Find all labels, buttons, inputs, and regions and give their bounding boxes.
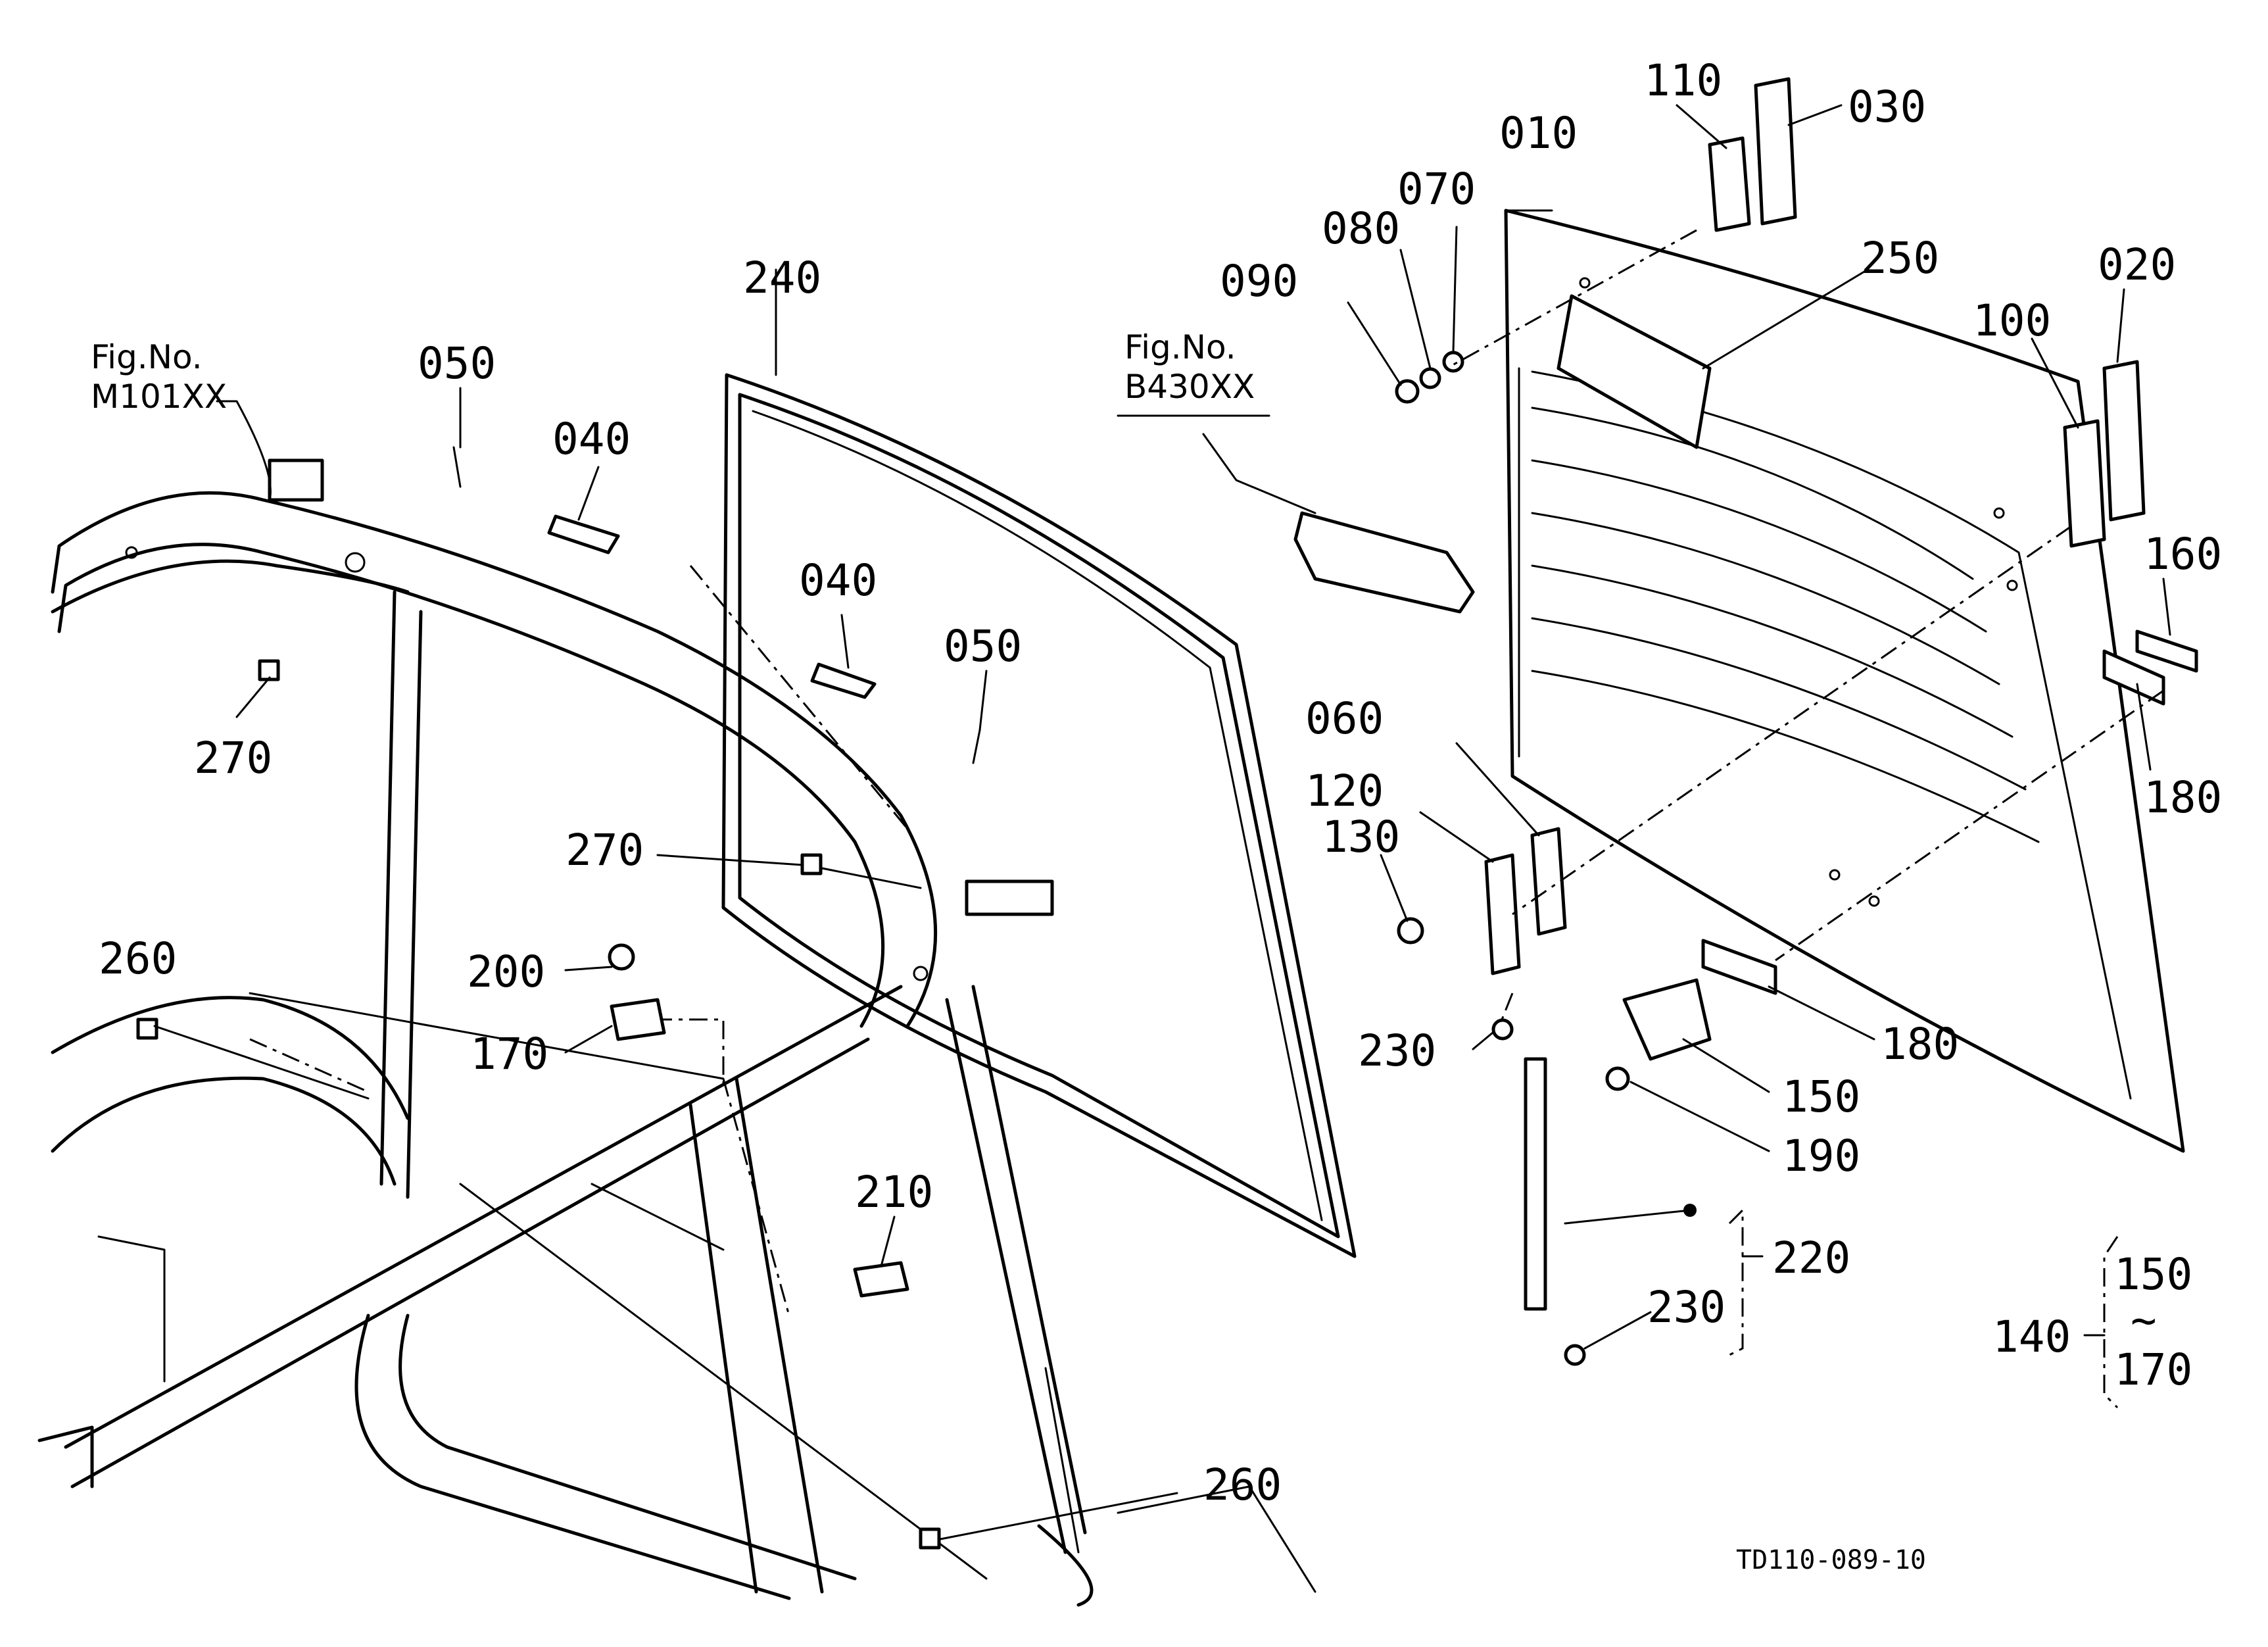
callout-170: 170 (470, 1029, 548, 1079)
rear-window-glass-010 (1504, 209, 2185, 1153)
clip-260-upper (136, 1018, 158, 1040)
block-170 (610, 998, 666, 1041)
pin-040-upper (547, 514, 620, 554)
figure-ref-m101: Fig.No. M101XX (91, 338, 227, 416)
washer-080 (1419, 367, 1441, 389)
callout-230-lower: 230 (1647, 1282, 1725, 1333)
callout-060: 060 (1305, 693, 1384, 744)
pin-040-lower (810, 662, 877, 699)
bolt-190 (1605, 1066, 1630, 1091)
callout-270-lower: 270 (566, 825, 644, 875)
callout-260-lower: 260 (1203, 1460, 1282, 1510)
callout-080: 080 (1322, 203, 1400, 254)
callout-250: 250 (1861, 233, 1939, 283)
cab-frame (37, 458, 1316, 1607)
clip-260-lower (919, 1527, 941, 1550)
callout-090: 090 (1220, 256, 1298, 307)
callout-040-upper: 040 (552, 414, 631, 464)
callout-200: 200 (467, 946, 545, 997)
plate-110 (1708, 136, 1751, 232)
callout-180-lower: 180 (1881, 1019, 1959, 1069)
ball-stud-230-lower (1564, 1344, 1586, 1366)
callout-260-upper: 260 (99, 933, 177, 984)
callout-160: 160 (2144, 529, 2222, 579)
wiper-motor (1293, 511, 1475, 614)
callout-180-upper: 180 (2144, 772, 2222, 823)
callout-110: 110 (1644, 55, 1722, 106)
callout-100: 100 (1973, 295, 2051, 346)
callout-210: 210 (855, 1167, 933, 1217)
nut-090 (1395, 379, 1420, 404)
cotter-050-upper (452, 446, 462, 488)
callout-040-lower: 040 (799, 555, 877, 606)
gas-strut-220 (1524, 1057, 1547, 1311)
set-note-140: 140 150 ~ 170 (1992, 1249, 2192, 1395)
callout-270-upper: 270 (194, 733, 272, 783)
callout-030: 030 (1848, 82, 1926, 132)
nut-130 (1397, 917, 1424, 945)
set-note-tilde: ~ (2131, 1295, 2157, 1346)
callout-130: 130 (1322, 812, 1400, 862)
callout-240: 240 (743, 253, 821, 303)
plate-180-lower (1701, 939, 1777, 995)
callout-050-upper: 050 (418, 338, 496, 389)
block-210 (853, 1261, 909, 1298)
figure-ref-m101-line1: Fig.No. (91, 338, 203, 376)
clip-270-lower (800, 853, 823, 875)
callout-020: 020 (2098, 239, 2176, 290)
callout-010: 010 (1499, 108, 1578, 159)
callout-230-upper: 230 (1358, 1025, 1436, 1076)
hinge-060 (1530, 827, 1567, 936)
callout-labels: 010 020 030 040 040 050 050 060 070 080 … (99, 55, 2222, 1510)
set-note-from: 150 (2114, 1249, 2192, 1300)
callout-220: 220 (1772, 1233, 1850, 1283)
latch-030 (1754, 77, 1797, 226)
ball-stud-230-upper (1491, 1018, 1514, 1041)
callout-120: 120 (1305, 766, 1384, 816)
leader-lines (153, 104, 2171, 1540)
figure-ref-b430-line1: Fig.No. (1124, 328, 1236, 366)
cotter-050-lower (972, 729, 981, 764)
callout-050-lower: 050 (944, 621, 1022, 672)
clip-270-upper (258, 659, 280, 681)
bracket-150 (1622, 978, 1712, 1061)
set-note-label: 140 (1992, 1312, 2071, 1362)
figure-ref-b430-line2: B430XX (1124, 368, 1255, 406)
plate-100 (2063, 419, 2106, 548)
callout-070: 070 (1397, 164, 1476, 214)
callout-150: 150 (1782, 1071, 1860, 1122)
drawing-code: TD110-089-10 (1736, 1545, 1926, 1575)
plate-160 (2135, 629, 2198, 673)
set-note-to: 170 (2114, 1344, 2192, 1395)
hinge-120 (1484, 853, 1521, 975)
latch-020 (2102, 360, 2146, 522)
door-glass-seal-240 (721, 373, 1357, 1258)
bolt-200 (608, 943, 635, 971)
plate-180-upper (2102, 649, 2165, 706)
callout-190: 190 (1782, 1131, 1860, 1181)
figure-ref-b430: Fig.No. B430XX (1117, 328, 1270, 417)
figure-ref-m101-line2: M101XX (91, 378, 227, 416)
